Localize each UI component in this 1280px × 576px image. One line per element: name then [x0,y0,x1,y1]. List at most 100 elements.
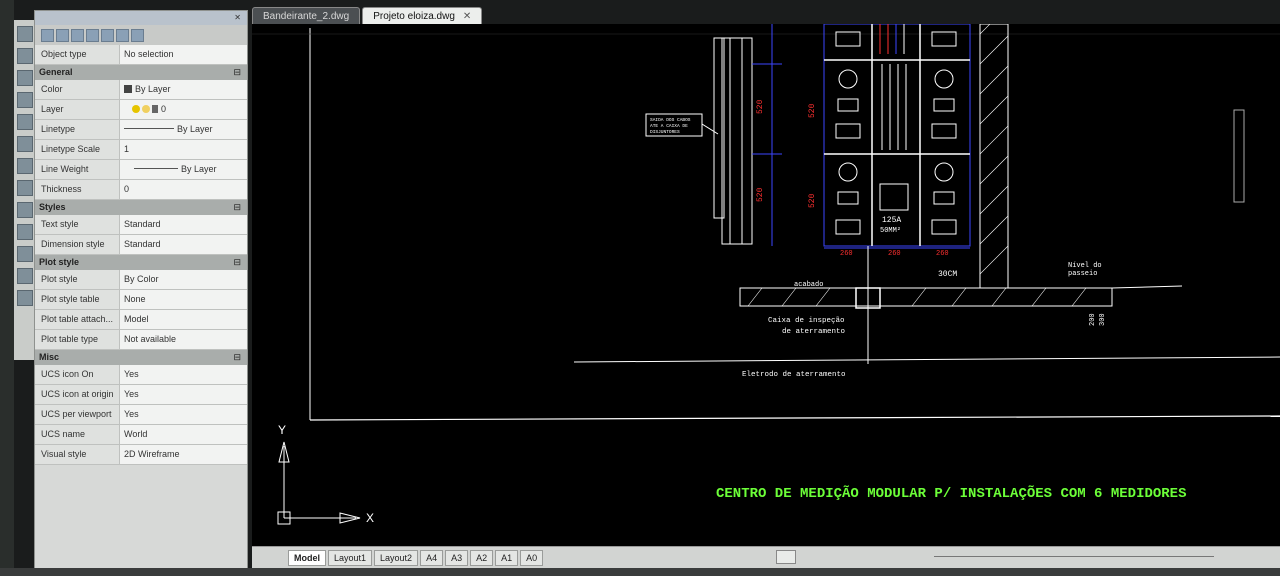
dim-label: 520 [756,99,765,114]
collapse-icon[interactable]: ⊟ [233,352,241,362]
collapse-icon[interactable]: ⊟ [233,257,241,267]
breaker-module [933,98,955,112]
section-plot-style[interactable]: Plot style ⊟ [35,255,247,270]
nivel-label: passeio [1068,270,1097,278]
cad-drawing[interactable]: 520 520 SAIDA DOS CABOS ATE A CAIXA DE D… [252,24,1280,546]
layout-tab-a0[interactable]: A0 [520,549,544,566]
tool-icon-7[interactable] [17,158,33,174]
dim-label: 520 [808,193,817,208]
zoom-indicator [1233,109,1245,203]
quick-select-icon[interactable] [56,28,69,42]
layout-tab-a2[interactable]: A2 [470,549,494,566]
wall-section [979,24,1009,289]
tool-icon-4[interactable] [17,92,33,108]
tool-icon-8[interactable] [17,180,33,196]
scroll-button[interactable] [776,550,796,564]
leader-line [701,123,719,135]
breaker-module [933,191,955,205]
horizontal-scrollbar[interactable] [934,556,1214,557]
hatch [979,24,991,35]
tool-icon-3[interactable] [17,70,33,86]
properties-panel: ✕ Object type No selection General ⊟ Col… [34,10,248,572]
ucs-x-label: X [366,511,374,525]
tab-bandeirante[interactable]: Bandeirante_2.dwg [252,7,361,25]
tool-icon-10[interactable] [17,224,33,240]
view-icon[interactable] [131,28,144,42]
properties-toolbar [35,25,247,45]
meter-dial [838,69,858,89]
note-box [645,113,703,137]
dim-label: 260 [888,250,901,258]
color-swatch-icon [124,85,132,93]
close-icon[interactable]: ✕ [234,13,241,22]
ucs-y-arrow [278,441,290,463]
cable-duct [713,37,725,219]
pickadd-icon[interactable] [71,28,84,42]
label-plate [931,123,957,139]
cable-column [721,37,753,245]
tool-icon-5[interactable] [17,114,33,130]
document-tabs: Bandeirante_2.dwg Projeto eloiza.dwg✕ [252,7,484,25]
layout-tab-layout1[interactable]: Layout1 [328,549,373,566]
hatch [911,287,927,307]
hatch [979,95,1009,125]
tool-icon-1[interactable] [17,26,33,42]
nivel-label: Nível do [1068,262,1102,270]
section-misc[interactable]: Misc ⊟ [35,350,247,365]
tool-icon-9[interactable] [17,202,33,218]
hatch [979,65,1009,95]
layout-tab-a4[interactable]: A4 [420,549,444,566]
note-text: DISJUNTORES [650,129,680,135]
breaker-module [837,191,859,205]
layout-tab-a1[interactable]: A1 [495,549,519,566]
tool-icon-12[interactable] [17,268,33,284]
select-icon[interactable] [41,28,54,42]
filter-icon[interactable] [86,28,99,42]
prop-plot-table-attach[interactable]: Plot table attach...Model [35,310,247,330]
label-plate [835,219,861,235]
hatch [979,35,1009,65]
breaker-rating: 125A [882,216,901,225]
breaker-cable: 50MM² [880,227,901,235]
tool-icon-6[interactable] [17,136,33,152]
tool-icon-2[interactable] [17,48,33,64]
close-icon[interactable]: ✕ [462,11,472,22]
section-general[interactable]: General ⊟ [35,65,247,80]
caixa-label: Caixa de inspeção [768,317,845,325]
drawing-title: CENTRO DE MEDIÇÃO MODULAR P/ INSTALAÇÕES… [716,484,1186,502]
tool-icon-11[interactable] [17,246,33,262]
collapse-icon[interactable]: ⊟ [233,67,241,77]
layout-tab-a3[interactable]: A3 [445,549,469,566]
caixa-label: de aterramento [782,328,846,336]
layout-tab-layout2[interactable]: Layout2 [374,549,419,566]
tab-projeto-eloiza[interactable]: Projeto eloiza.dwg✕ [362,7,483,25]
dim-label: 520 [808,103,817,118]
settings-icon[interactable] [116,28,129,42]
drawing-canvas[interactable]: 520 520 SAIDA DOS CABOS ATE A CAIXA DE D… [252,24,1280,546]
collapse-icon[interactable]: ⊟ [233,202,241,212]
object-type-row[interactable]: Object type No selection [35,45,247,65]
tool-icon-13[interactable] [17,290,33,306]
meter-dial [838,162,858,182]
hatch [979,215,1009,245]
section-styles[interactable]: Styles ⊟ [35,200,247,215]
brush-icon[interactable] [101,28,114,42]
dim-label: 260 [840,250,853,258]
layout-tab-model[interactable]: Model [288,549,326,566]
